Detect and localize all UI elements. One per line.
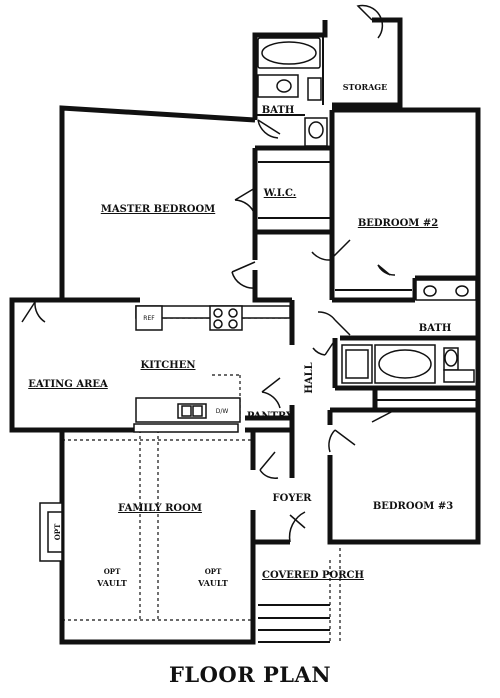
- note-fridge: REF: [143, 315, 155, 322]
- label-bath-top: BATH: [262, 105, 295, 116]
- label-foyer: FOYER: [273, 493, 313, 504]
- note-vault-right-opt: OPT: [205, 567, 222, 576]
- note-vault-right: VAULT: [197, 578, 228, 588]
- label-storage: STORAGE: [343, 82, 387, 92]
- plan-notes: OPT OPT VAULT OPT VAULT REF D/W: [53, 315, 228, 588]
- label-bedroom-2: BEDROOM #2: [358, 218, 438, 229]
- label-family-room: FAMILY ROOM: [118, 503, 202, 514]
- exterior-walls: [9, 17, 481, 645]
- label-bedroom-3: BEDROOM #3: [373, 501, 453, 512]
- interior-walls: [62, 35, 478, 545]
- label-master-bedroom: MASTER BEDROOM: [101, 204, 215, 215]
- note-dishwasher: D/W: [216, 408, 229, 415]
- doors: [21, 4, 396, 543]
- label-wic: W.I.C.: [263, 188, 297, 199]
- dotted-lines: [62, 317, 341, 642]
- page-title: FLOOR PLAN: [168, 662, 332, 687]
- label-eating-area: EATING AREA: [28, 379, 108, 390]
- note-vault-left-opt: OPT: [104, 567, 121, 576]
- note-vault-left: VAULT: [96, 578, 127, 588]
- label-pantry: PANTRY: [247, 411, 294, 422]
- note-fireplace-opt: OPT: [53, 523, 62, 540]
- label-covered-porch: COVERED PORCH: [262, 570, 364, 581]
- room-labels: MASTER BEDROOM W.I.C. BATH STORAGE BEDRO…: [28, 82, 453, 581]
- label-bath-right: BATH: [419, 323, 452, 334]
- label-kitchen: KITCHEN: [141, 360, 196, 371]
- fixtures: [39, 37, 477, 643]
- label-hall: HALL: [304, 362, 315, 393]
